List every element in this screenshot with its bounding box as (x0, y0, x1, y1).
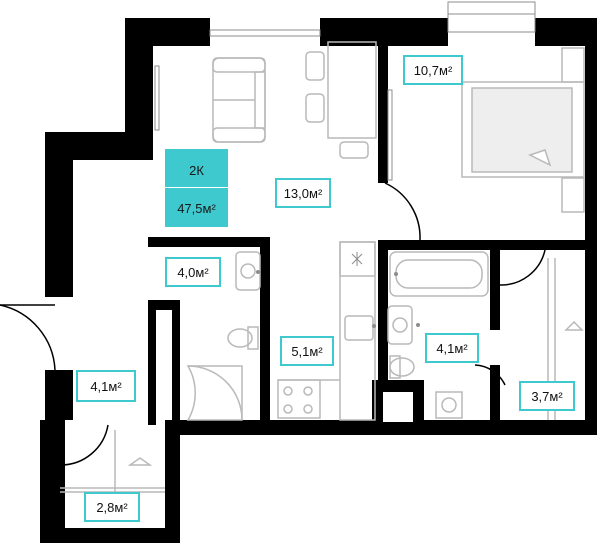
bathtub-icon (389, 251, 489, 297)
apartment-type: 2К (189, 163, 204, 178)
washing-machine-icon (435, 391, 463, 419)
shower-icon (186, 365, 243, 421)
bed-icon (461, 47, 585, 213)
toilet-icon (227, 326, 259, 350)
wardrobe-hall-icon (60, 430, 165, 493)
room-label-bathroom-main: 4,1м² (425, 333, 479, 363)
star-icon (351, 252, 363, 266)
toilet-main-icon (389, 355, 415, 379)
walls (40, 18, 597, 543)
dining-table-icon (305, 41, 377, 159)
windows (154, 1, 536, 181)
room-label-wardrobe-bedroom: 3,7м² (519, 381, 575, 411)
apartment-total-area: 47,5м² (177, 201, 216, 216)
room-label-bathroom-small: 4,0м² (165, 257, 221, 287)
furniture (60, 41, 585, 493)
sink-icon (235, 251, 261, 291)
room-label-wardrobe-hall: 2,8м² (84, 492, 140, 522)
room-label-bedroom: 10,7м² (403, 55, 463, 85)
kitchen-counter-icon (277, 241, 376, 421)
room-label-living: 13,0м² (275, 178, 331, 208)
pipe-markers (256, 270, 420, 328)
room-label-kitchen-corridor: 5,1м² (280, 336, 334, 366)
sofa-icon (212, 57, 266, 143)
sink-main-icon (387, 305, 413, 345)
badge-divider (165, 187, 228, 188)
doors (0, 182, 546, 466)
room-label-hallway: 4,1м² (76, 370, 136, 402)
apartment-badge: 2К 47,5м² (165, 149, 228, 227)
